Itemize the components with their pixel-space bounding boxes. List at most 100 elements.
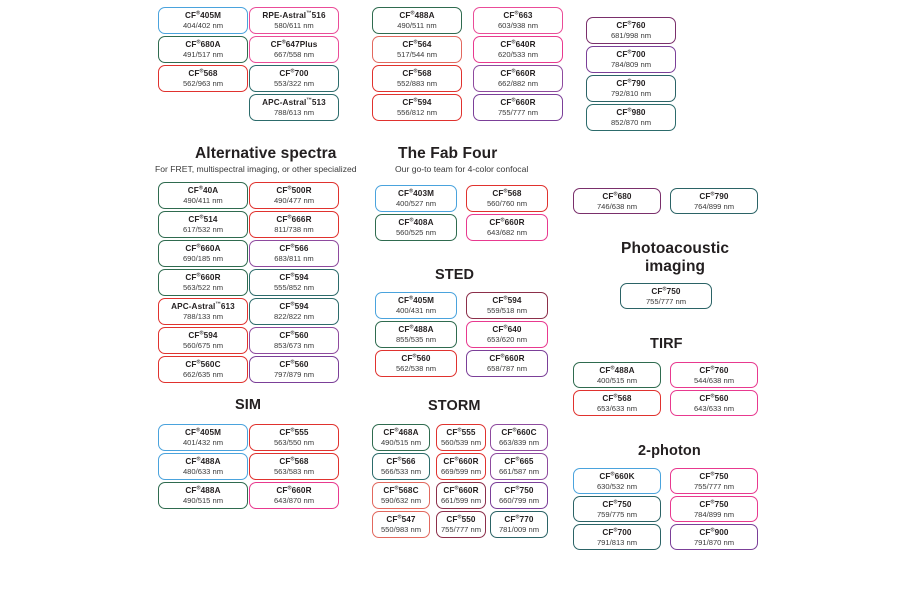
registered-mark: ® — [196, 39, 201, 46]
dye-wavelengths: 404/402 nm — [182, 21, 224, 31]
registered-mark: ® — [196, 456, 201, 463]
dye-wavelengths: 556/812 nm — [396, 108, 438, 118]
registered-mark: ® — [287, 485, 292, 492]
dye-wavelengths: 491/517 nm — [182, 50, 224, 60]
registered-mark: ® — [198, 185, 203, 192]
dye-wavelengths: 643/633 nm — [693, 403, 735, 413]
registered-mark: ® — [196, 272, 201, 279]
registered-mark: ® — [287, 214, 292, 221]
dye-name: CF®594 — [188, 330, 218, 341]
dye-name: CF®790 — [699, 191, 729, 201]
section-subheading-alternative-spectra: For FRET, multispectral imaging, or othe… — [155, 164, 357, 174]
dye-wavelengths: 490/411 nm — [183, 196, 223, 206]
registered-mark: ® — [610, 471, 615, 478]
dye-wavelengths: 560/675 nm — [182, 341, 224, 351]
dye-name: CF®566 — [386, 456, 416, 467]
registered-mark: ® — [196, 427, 201, 434]
dye-name: CF®488A — [185, 456, 221, 467]
registered-mark: ® — [710, 191, 715, 198]
dye-wavelengths: 552/883 nm — [396, 79, 438, 89]
dye-wavelengths: 603/938 nm — [497, 21, 539, 31]
registered-mark: ® — [511, 39, 516, 46]
dye-name: CF®666R — [276, 214, 312, 225]
dye-wavelengths: 764/899 nm — [693, 201, 735, 211]
dye-wavelengths: 784/899 nm — [693, 509, 735, 519]
